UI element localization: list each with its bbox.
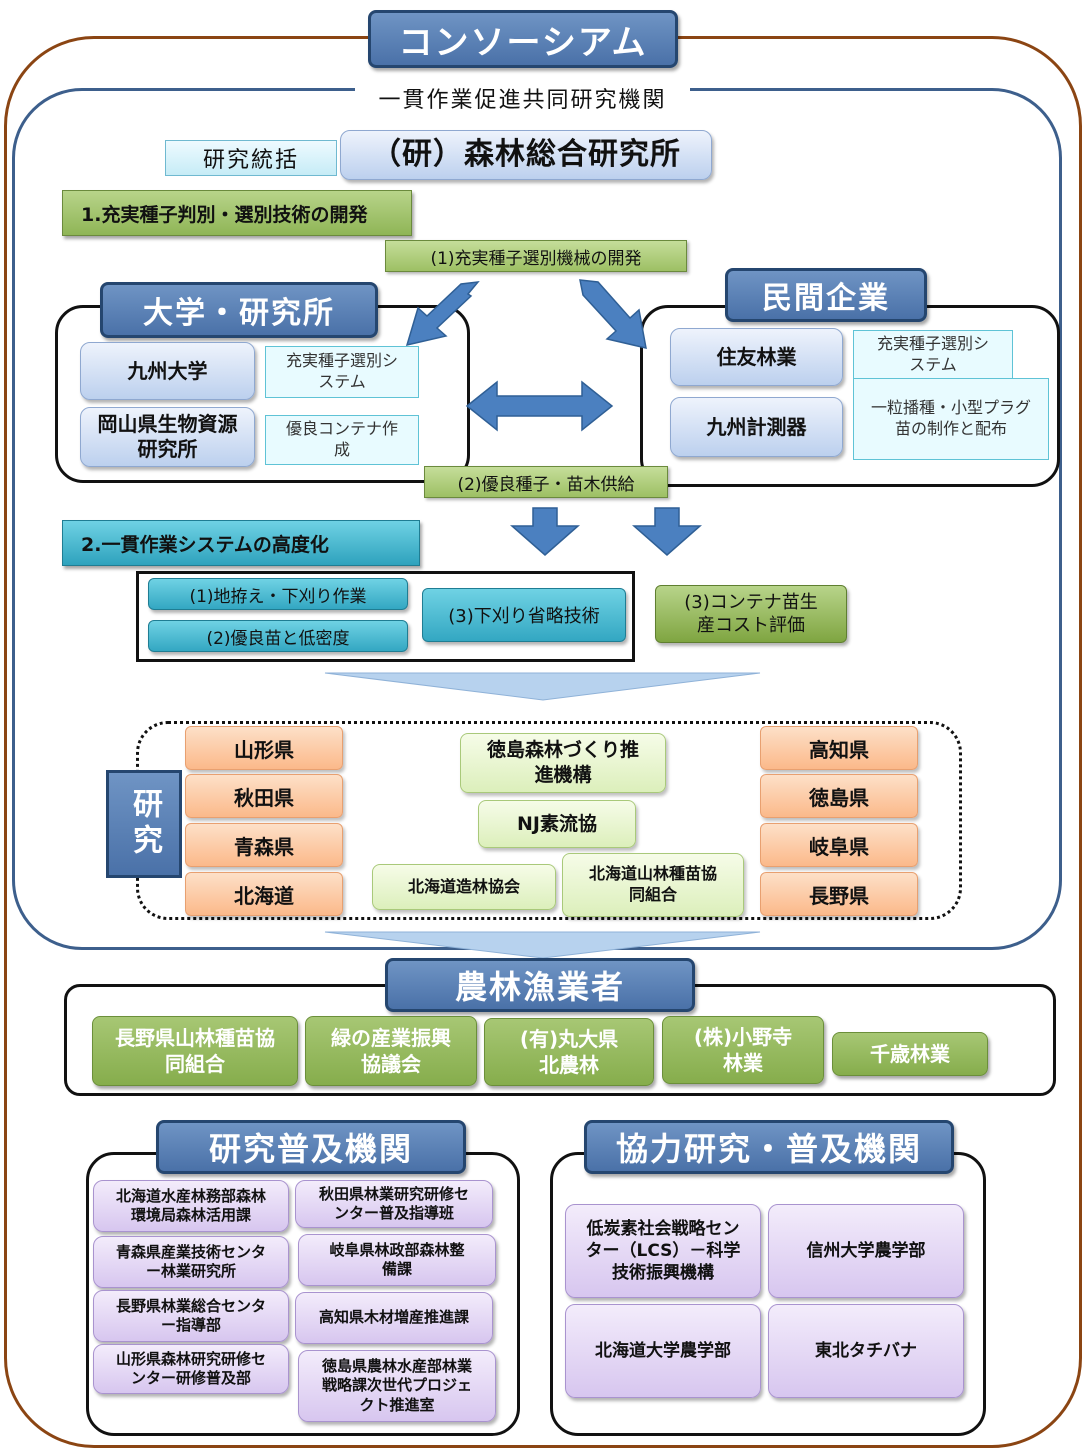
lead-role-label: 研究統括 — [165, 140, 337, 176]
company-sumitomo-task: 充実種子選別システム — [853, 330, 1013, 380]
research-org: 北海道山林種苗協同組合 — [562, 853, 744, 917]
cooperation-item: 低炭素社会戦略センター（LCS）－科学技術振興機構 — [565, 1204, 761, 1298]
extension-item: 山形県森林研究研修センター研修普及部 — [93, 1344, 289, 1394]
theme1-sub2: (2)優良種子・苗木供給 — [424, 466, 668, 498]
research-org: 徳島森林づくり推進機構 — [460, 733, 666, 793]
company-kyushu-keisokuki-task: 一粒播種・小型プラグ苗の制作と配布 — [853, 378, 1049, 460]
prefecture-left: 青森県 — [185, 823, 343, 867]
prefecture-right: 徳島県 — [760, 774, 918, 818]
cooperation-title: 協力研究・普及機関 — [584, 1120, 954, 1174]
joint-org-label: 一貫作業促進共同研究機関 — [355, 76, 690, 120]
university-kyushu-task: 充実種子選別システム — [265, 346, 419, 398]
prefecture-left: 秋田県 — [185, 774, 343, 818]
prefecture-right: 岐阜県 — [760, 823, 918, 867]
cooperation-item: 東北タチバナ — [768, 1304, 964, 1398]
extension-item: 長野県林業総合センター指導部 — [93, 1290, 289, 1342]
company-group-title: 民間企業 — [725, 268, 927, 322]
theme1-title: 1.充実種子判別・選別技術の開発 — [62, 190, 412, 236]
university-kyushu: 九州大学 — [80, 342, 255, 400]
farmer-item: 緑の産業振興協議会 — [305, 1016, 477, 1086]
theme2-sub3: (3)下刈り省略技術 — [422, 588, 626, 642]
extension-item: 徳島県農林水産部林業戦略課次世代プロジェクト推進室 — [298, 1350, 496, 1422]
lead-institution: （研）森林総合研究所 — [340, 130, 712, 180]
research-org: 北海道造林協会 — [372, 864, 556, 910]
company-kyushu-keisokuki: 九州計測器 — [670, 397, 843, 457]
farmers-title: 農林漁業者 — [385, 958, 695, 1012]
farmer-item: (株)小野寺林業 — [662, 1016, 824, 1084]
cooperation-item: 信州大学農学部 — [768, 1204, 964, 1298]
university-okayama: 岡山県生物資源研究所 — [80, 407, 255, 467]
prefecture-left: 山形県 — [185, 726, 343, 770]
farmer-item: (有)丸大県北農林 — [484, 1018, 654, 1086]
extension-item: 北海道水産林務部森林環境局森林活用課 — [93, 1180, 289, 1232]
company-sumitomo: 住友林業 — [670, 328, 843, 386]
farmer-item: 長野県山林種苗協同組合 — [92, 1016, 298, 1086]
university-group-title: 大学・研究所 — [100, 282, 378, 338]
research-label: 研究 — [106, 770, 182, 878]
farmer-item: 千歳林業 — [832, 1032, 988, 1076]
prefecture-right: 長野県 — [760, 872, 918, 916]
extension-item: 青森県産業技術センター林業研究所 — [93, 1236, 289, 1288]
theme1-sub1: (1)充実種子選別機械の開発 — [385, 240, 687, 272]
prefecture-left: 北海道 — [185, 872, 343, 916]
extension-item: 高知県木材増産推進課 — [295, 1292, 493, 1344]
extension-item: 岐阜県林政部森林整備課 — [298, 1234, 496, 1286]
research-org: NJ素流協 — [478, 800, 636, 848]
theme2-subgroup — [136, 571, 635, 662]
cooperation-item: 北海道大学農学部 — [565, 1304, 761, 1398]
theme2-sub4: (3)コンテナ苗生産コスト評価 — [655, 585, 847, 643]
theme2-sub1: (1)地拵え・下刈り作業 — [148, 578, 408, 610]
university-okayama-task: 優良コンテナ作成 — [265, 415, 419, 465]
prefecture-right: 高知県 — [760, 726, 918, 770]
extension-item: 秋田県林業研究研修センター普及指導班 — [295, 1180, 493, 1228]
theme2-sub2: (2)優良苗と低密度 — [148, 620, 408, 652]
extension-title: 研究普及機関 — [156, 1120, 466, 1174]
theme2-title: 2.一貫作業システムの高度化 — [62, 520, 420, 566]
consortium-title: コンソーシアム — [368, 10, 678, 68]
